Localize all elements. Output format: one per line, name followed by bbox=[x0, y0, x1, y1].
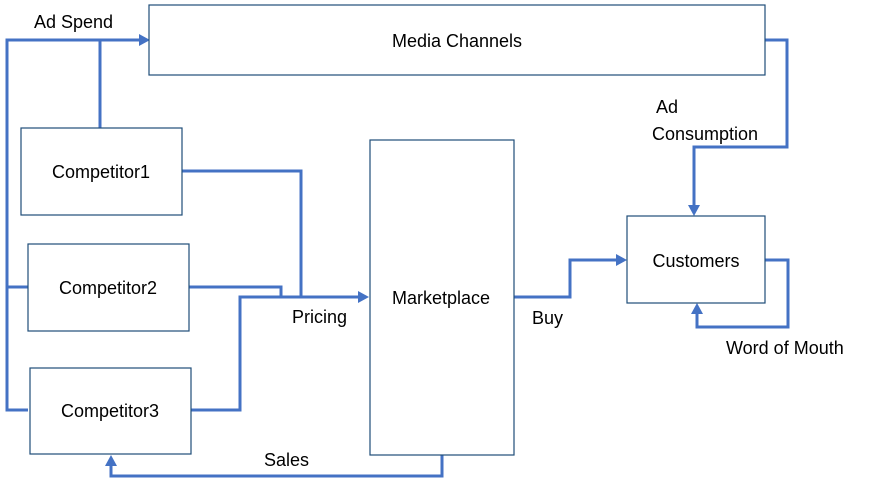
ad-consumption-arrowhead bbox=[688, 205, 700, 216]
buy-connector bbox=[514, 258, 617, 299]
ad-consumption-label-line2: Consumption bbox=[652, 124, 758, 144]
pricing-from-competitor1 bbox=[182, 169, 303, 297]
word-of-mouth-arrowhead bbox=[691, 303, 703, 314]
ad-consumption-connector bbox=[692, 38, 789, 207]
competitor3-label: Competitor3 bbox=[61, 401, 159, 421]
sales-connector bbox=[109, 455, 444, 478]
marketplace-label: Marketplace bbox=[392, 288, 490, 308]
media-channels-box bbox=[148, 4, 766, 76]
pricing-from-competitor3 bbox=[191, 295, 359, 412]
buy-label: Buy bbox=[532, 308, 563, 328]
competitor1-box bbox=[20, 127, 183, 216]
marketplace-box bbox=[369, 139, 515, 456]
pricing-label: Pricing bbox=[292, 307, 347, 327]
ad-consumption-label-line1: Ad bbox=[656, 97, 678, 117]
ad-spend-arrowhead bbox=[139, 34, 150, 46]
sales-arrowhead bbox=[105, 455, 117, 466]
ad-spend-label: Ad Spend bbox=[34, 12, 113, 32]
word-of-mouth-label: Word of Mouth bbox=[726, 338, 844, 358]
competitor2-label: Competitor2 bbox=[59, 278, 157, 298]
sales-label: Sales bbox=[264, 450, 309, 470]
competitor1-label: Competitor1 bbox=[52, 162, 150, 182]
customers-box bbox=[626, 215, 766, 304]
competitor3-box bbox=[29, 367, 192, 455]
buy-arrowhead bbox=[616, 254, 627, 266]
pricing-from-competitor2 bbox=[189, 285, 283, 297]
customers-label: Customers bbox=[652, 251, 739, 271]
pricing-arrowhead bbox=[358, 291, 369, 303]
competitor2-box bbox=[27, 243, 190, 332]
media-channels-label: Media Channels bbox=[392, 31, 522, 51]
ad-spend-bus bbox=[5, 38, 140, 412]
word-of-mouth-loop bbox=[695, 258, 790, 329]
